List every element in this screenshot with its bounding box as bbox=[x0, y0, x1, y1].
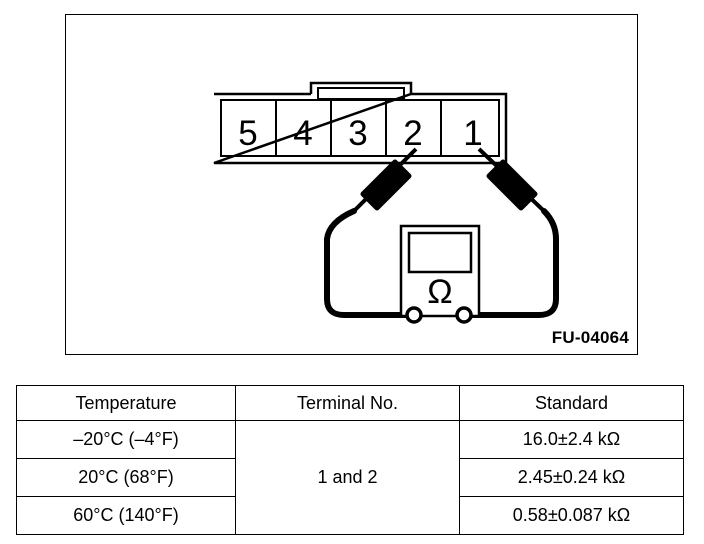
meter-jack-right bbox=[455, 306, 473, 324]
connector-ohmmeter-diagram: 5 4 3 2 1 Ω bbox=[213, 81, 559, 324]
table-row: 20°C (68°F) 2.45±0.24 kΩ bbox=[16, 458, 684, 497]
diagram-panel: 5 4 3 2 1 Ω FU-04064 bbox=[65, 14, 638, 355]
table-row: 60°C (140°F) 0.58±0.087 kΩ bbox=[16, 496, 684, 535]
cell-standard: 0.58±0.087 kΩ bbox=[459, 496, 684, 535]
cell-terminal-no: 1 and 2 bbox=[235, 420, 460, 535]
header-terminal-no: Terminal No. bbox=[235, 385, 460, 421]
cell-temperature: –20°C (–4°F) bbox=[16, 420, 236, 459]
terminal-label-1: 1 bbox=[463, 114, 482, 153]
terminal-label-5: 5 bbox=[238, 114, 257, 153]
figure-code-label: FU-04064 bbox=[551, 328, 629, 347]
connector-latch-tab bbox=[309, 81, 413, 94]
table-header-row: Temperature Terminal No. Standard bbox=[16, 385, 684, 421]
terminal-label-2: 2 bbox=[403, 114, 422, 153]
cell-standard: 16.0±2.4 kΩ bbox=[459, 420, 684, 459]
ohm-symbol-icon: Ω bbox=[427, 273, 452, 311]
cell-standard: 2.45±0.24 kΩ bbox=[459, 458, 684, 497]
right-probe-handle bbox=[486, 159, 538, 211]
cell-temperature: 60°C (140°F) bbox=[16, 496, 236, 535]
left-lead-wire bbox=[324, 208, 417, 318]
connector-latch-inner bbox=[317, 87, 405, 100]
right-lead-wire bbox=[461, 208, 559, 318]
terminal-label-4: 4 bbox=[293, 114, 312, 153]
connector-inner-cavity bbox=[220, 99, 500, 157]
ohmmeter-display bbox=[407, 231, 473, 274]
header-temperature: Temperature bbox=[16, 385, 236, 421]
specification-table: Temperature Terminal No. Standard –20°C … bbox=[16, 385, 684, 535]
terminal-label-3: 3 bbox=[348, 114, 367, 153]
table-row: –20°C (–4°F) 1 and 2 16.0±2.4 kΩ bbox=[16, 420, 684, 535]
header-standard: Standard bbox=[459, 385, 684, 421]
cell-temperature: 20°C (68°F) bbox=[16, 458, 236, 497]
left-probe-handle bbox=[360, 159, 412, 211]
meter-jack-left bbox=[405, 306, 423, 324]
